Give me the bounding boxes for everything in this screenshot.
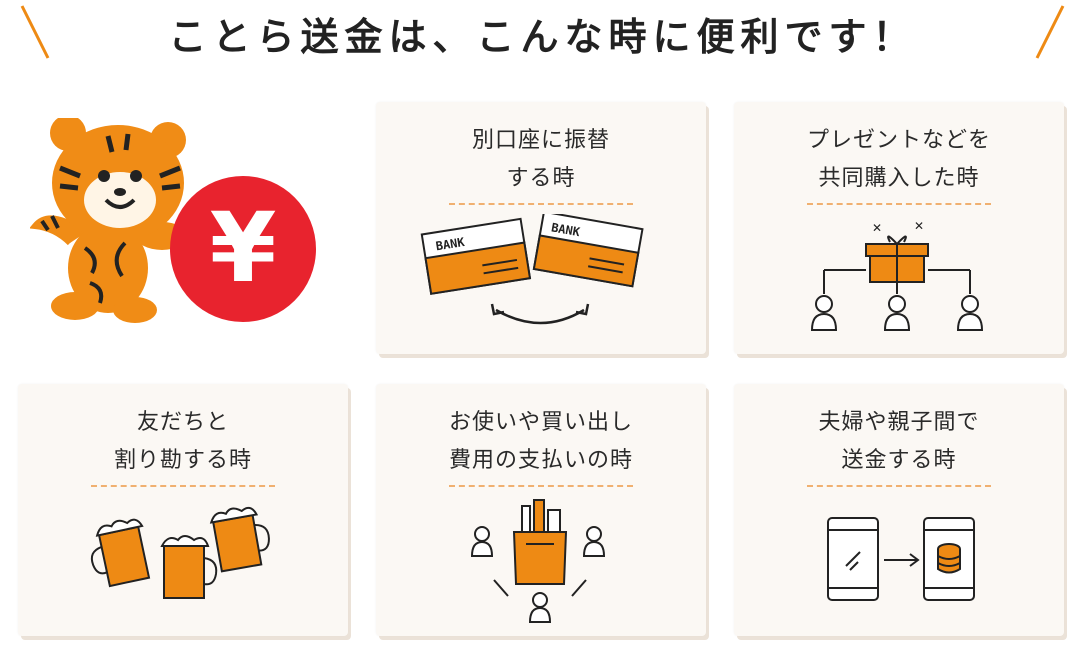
card-title: 夫婦や親子間で 送金する時 (818, 410, 980, 473)
phone-transfer-icon (827, 517, 975, 601)
card-title: 友だちと 割り勘する時 (113, 410, 252, 473)
gift-share-icon: ✕ ✕ (810, 219, 984, 331)
dashed-divider (807, 203, 991, 205)
shopping-bag-icon (470, 499, 606, 623)
yen-symbol: ¥ (210, 192, 277, 304)
card-title: お使いや買い出し 費用の支払いの時 (448, 410, 633, 473)
bank-label: BANK (550, 220, 582, 239)
bank-cards-icon: BANK BANK (420, 214, 644, 325)
svg-text:✕: ✕ (914, 219, 924, 233)
card-title: プレゼントなどを 共同購入した時 (806, 128, 991, 191)
header: ことら送金は、こんな時に便利です！ (0, 0, 1085, 80)
tiger-mascot-illustration: ¥ (30, 118, 316, 323)
right-slash-decoration (1035, 5, 1065, 59)
card-errand-expense: お使いや買い出し 費用の支払いの時 (376, 384, 706, 636)
card-split-bill: 友だちと 割り勘する時 (18, 384, 348, 636)
card-title: 別口座に振替 する時 (471, 128, 610, 191)
dashed-divider (91, 485, 275, 487)
dashed-divider (449, 485, 633, 487)
card-family-transfer: 夫婦や親子間で 送金する時 (734, 384, 1064, 636)
card-joint-present: プレゼントなどを 共同購入した時 ✕ ✕ (734, 102, 1064, 354)
beer-mugs-icon (90, 506, 270, 599)
left-slash-decoration (20, 5, 50, 59)
bank-label: BANK (435, 235, 466, 253)
page-title: ことら送金は、こんな時に便利です！ (168, 15, 917, 59)
dashed-divider (449, 203, 633, 205)
svg-text:✕: ✕ (872, 221, 882, 235)
dashed-divider (807, 485, 991, 487)
card-account-transfer: 別口座に振替 する時 BANK BANK (376, 102, 706, 354)
